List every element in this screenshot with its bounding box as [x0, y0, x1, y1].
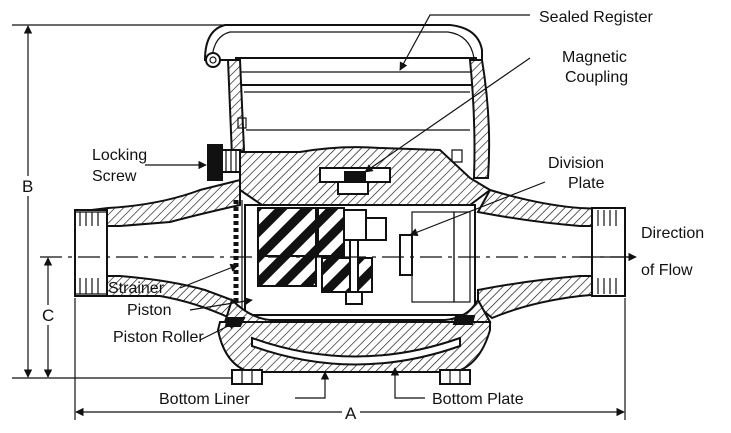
dimension-c: C: [42, 306, 54, 325]
label-of-flow: of Flow: [641, 262, 693, 279]
bolt-left: [231, 369, 263, 385]
label-strainer: Strainer: [108, 280, 165, 297]
bottom-liner: [251, 336, 461, 366]
division-plate: [399, 234, 413, 276]
bolt-right: [439, 369, 471, 385]
label-piston-roller: Piston Roller: [113, 329, 204, 346]
label-sealed-register: Sealed Register: [539, 9, 654, 26]
label-division: Division: [548, 155, 604, 172]
register-wall-left: [226, 59, 246, 158]
label-bottom-liner: Bottom Liner: [159, 391, 250, 408]
locking-screw: [207, 144, 223, 181]
label-bottom-plate: Bottom Plate: [432, 391, 524, 408]
label-coupling: Coupling: [565, 69, 628, 86]
register-wall-right: [468, 59, 491, 179]
label-magnetic: Magnetic: [562, 49, 627, 66]
lid-hinge: [205, 52, 221, 68]
label-locking: Locking: [92, 147, 147, 164]
meter-illustration: [74, 24, 626, 385]
inlet-pipe: [74, 178, 241, 227]
label-direction: Direction: [641, 225, 704, 242]
label-screw: Screw: [92, 168, 137, 185]
dimension-b: B: [22, 177, 33, 196]
dimension-a: A: [345, 404, 357, 423]
outlet-thread: [591, 207, 626, 297]
leader-lines: [145, 14, 637, 399]
piston-block-center: [317, 207, 345, 257]
label-plate: Plate: [568, 175, 605, 192]
piston-block-left: [257, 207, 317, 257]
label-piston: Piston: [127, 302, 171, 319]
register-lid: [203, 24, 483, 61]
